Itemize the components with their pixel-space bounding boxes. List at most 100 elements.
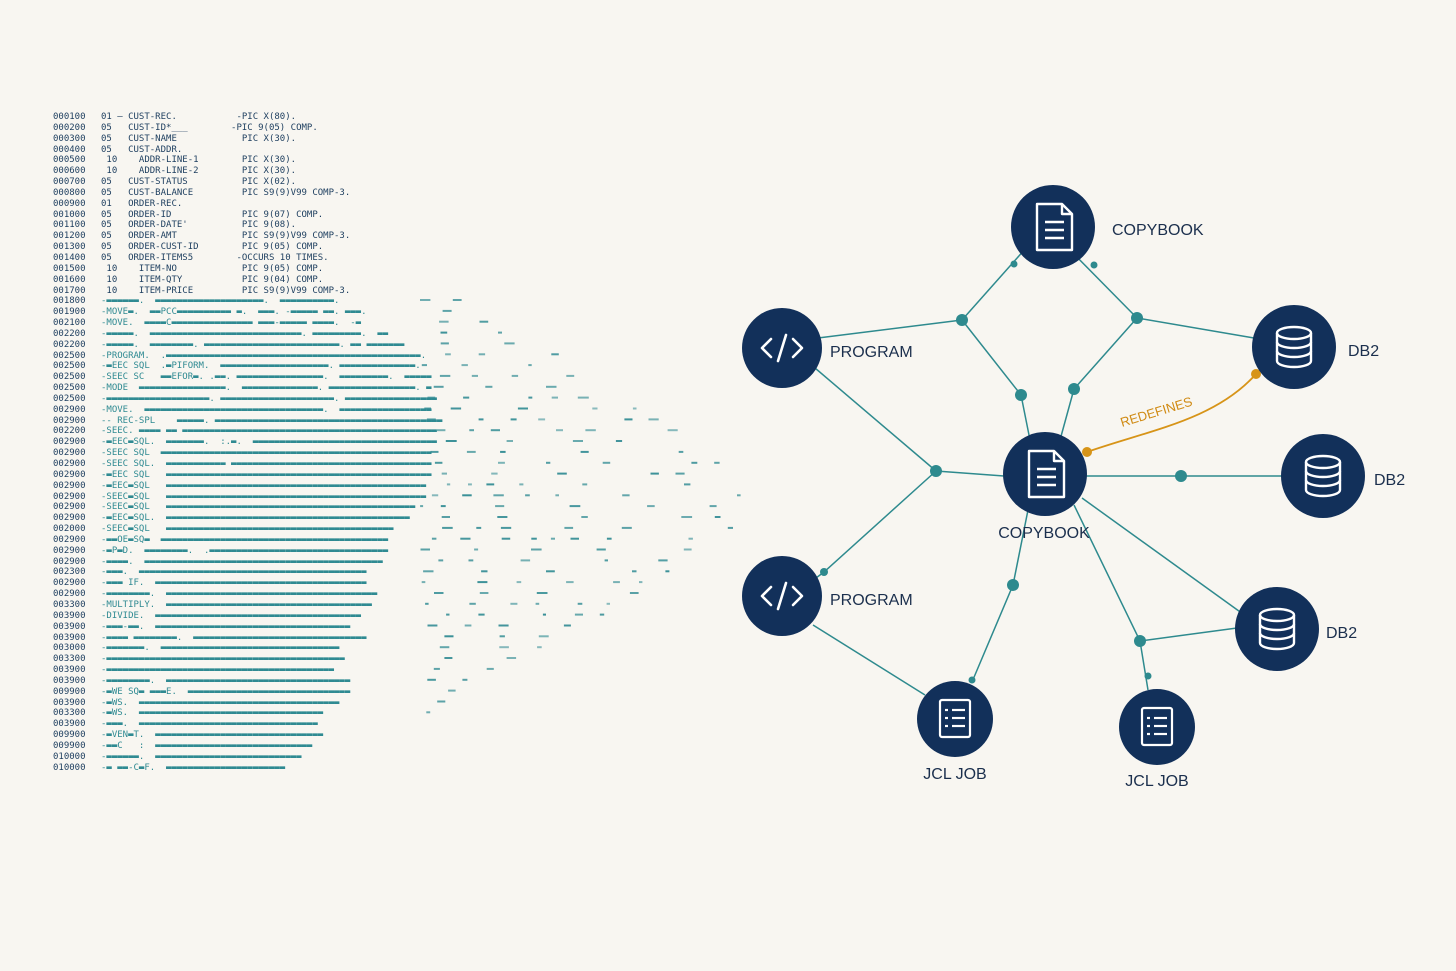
code-fragment (427, 678, 436, 681)
code-fragment (714, 516, 721, 518)
line-number: 002900 (53, 502, 86, 513)
line-number: 009900 (53, 730, 86, 741)
code-fragment (448, 689, 456, 692)
code-fragment (569, 505, 581, 508)
database-icon (1275, 325, 1313, 369)
code-fragment (525, 494, 530, 497)
code-fragment (504, 342, 515, 345)
code-fragment (538, 635, 549, 638)
code-fragment (564, 526, 574, 529)
node-program-2[interactable]: PROGRAM (742, 556, 913, 636)
edge (935, 470, 1005, 477)
code-fragment (714, 461, 720, 464)
code-fragment (500, 450, 506, 453)
line-text: 05 CUST-ADDR. (101, 144, 183, 155)
code-fragment (517, 407, 528, 410)
line-number: 002900 (53, 578, 86, 589)
line-text: -▬▬▬▬▬▬▬▬. ▬▬▬▬▬▬▬▬▬▬▬▬▬▬▬▬▬▬▬▬▬▬▬▬▬▬▬▬▬… (101, 675, 351, 686)
code-line: 002100-MOVE. ▬▬▬▬C▬▬▬▬▬▬▬▬▬▬▬▬▬▬▬ ▬▬▬-▬▬… (53, 318, 442, 329)
line-text: -▬EEC▬SQL ▬▬▬▬▬▬▬▬▬▬▬▬▬▬▬▬▬▬▬▬▬▬▬▬▬▬▬▬▬▬… (101, 480, 427, 491)
code-line: 002900-▬EEC▬SQL ▬▬▬▬▬▬▬▬▬▬▬▬▬▬▬▬▬▬▬▬▬▬▬▬… (53, 481, 442, 492)
code-line: 000500 10 ADDR-LINE-1 PIC X(30). (53, 155, 442, 166)
code-line: 003300-▬▬▬▬▬▬▬▬▬▬▬▬▬▬▬▬▬▬▬▬▬▬▬▬▬▬▬▬▬▬▬▬▬… (53, 654, 442, 665)
code-fragment (551, 353, 559, 356)
code-fragment (709, 505, 717, 508)
line-text: -▬▬▬▬▬▬▬▬▬▬▬▬▬▬▬▬▬▬▬. ▬▬▬▬▬▬▬▬▬▬▬▬▬▬▬▬▬▬… (101, 393, 437, 404)
code-fragment (474, 548, 479, 551)
line-number: 002000 (53, 524, 86, 535)
line-number: 001400 (53, 252, 86, 263)
code-line: 003900-▬▬▬▬ ▬▬▬▬▬▬▬▬. ▬▬▬▬▬▬▬▬▬▬▬▬▬▬▬▬▬▬… (53, 633, 442, 644)
node-copybook-top[interactable]: COPYBOOK (1011, 185, 1204, 269)
line-number: 000300 (53, 133, 86, 144)
code-fragment (519, 483, 524, 486)
code-line: 001900-MOVE▬. ▬▬PCC▬▬▬▬▬▬▬▬▬▬ ▬. ▬▬▬. -▬… (53, 307, 442, 318)
code-fragment (431, 537, 437, 540)
code-fragment (434, 592, 444, 594)
list-icon (938, 698, 972, 739)
code-fragment (528, 396, 533, 399)
code-line: 002300-▬▬▬. ▬▬▬▬▬▬▬▬▬▬▬▬▬▬▬▬▬▬▬▬▬▬▬▬▬▬▬▬… (53, 567, 442, 578)
line-text: -▬▬▬▬▬▬▬▬. ▬▬▬▬▬▬▬▬▬▬▬▬▬▬▬▬▬▬▬▬▬▬▬▬▬▬▬▬▬… (101, 589, 378, 600)
code-line: 000300 05 CUST-NAME PIC X(30). (53, 134, 442, 145)
node-jcl-1[interactable]: JCL JOB (917, 681, 993, 783)
edge (812, 624, 926, 696)
node-db2-2[interactable]: DB2 (1281, 434, 1405, 518)
code-fragment (469, 429, 474, 432)
code-line: 002900-▬▬▬▬. ▬▬▬▬▬▬▬▬▬▬▬▬▬▬▬▬▬▬▬▬▬▬▬▬▬▬▬… (53, 557, 442, 568)
node-jcl-2[interactable]: JCL JOB (1119, 689, 1195, 790)
code-fragment (615, 440, 623, 442)
code-fragment (490, 429, 500, 432)
line-number: 010000 (53, 762, 86, 773)
line-number: 002900 (53, 448, 86, 459)
line-text: -▬▬▬▬▬▬▬▬▬▬▬▬▬▬▬▬▬▬▬▬▬▬▬▬▬▬▬▬▬▬▬▬▬▬▬▬▬▬▬… (101, 654, 345, 665)
code-fragment (440, 331, 448, 334)
node-db2-3[interactable]: DB2 (1235, 587, 1357, 671)
code-fragment (510, 418, 517, 421)
code-fragment (592, 407, 598, 410)
line-number: 002500 (53, 361, 86, 372)
line-number: 003900 (53, 621, 86, 632)
code-fragment (426, 418, 436, 421)
node-program-1[interactable]: PROGRAM (742, 308, 913, 388)
code-fragment (464, 624, 472, 627)
node-copybook-center[interactable]: COPYBOOK (998, 432, 1090, 542)
code-line: 010000-▬ ▬▬-C▬F. ▬▬▬▬▬▬▬▬▬▬▬▬▬▬▬▬▬▬▬▬▬▬ (53, 763, 442, 774)
code-fragment (566, 374, 575, 377)
line-number: 003000 (53, 643, 86, 654)
code-fragment (463, 396, 470, 399)
code-line: 001700 10 ITEM-PRICE PIC S9(9)V99 COMP-3… (53, 286, 442, 297)
code-line: 009900-▬▬C : ▬▬▬▬▬▬▬▬▬▬▬▬▬▬▬▬▬▬▬▬▬▬▬▬▬▬▬… (53, 741, 442, 752)
code-fragment (478, 613, 485, 616)
line-number: 003300 (53, 708, 86, 719)
code-fragment (498, 331, 502, 334)
code-line: 000600 10 ADDR-LINE-2 PIC X(30). (53, 166, 442, 177)
code-fragment (461, 364, 468, 367)
line-text: 05 ORDER-ID PIC 9(07) COMP. (101, 209, 324, 220)
node-label: PROGRAM (830, 344, 913, 361)
node-label: COPYBOOK (1112, 222, 1204, 239)
line-text: 01 – CUST-REC. -PIC X(80). (101, 112, 297, 122)
code-fragment (629, 592, 639, 594)
code-fragment (498, 461, 505, 464)
code-line: 009900-▬WE SQ▬ ▬▬▬E. ▬▬▬▬▬▬▬▬▬▬▬▬▬▬▬▬▬▬▬… (53, 687, 442, 698)
node-db2-1[interactable]: DB2 (1252, 305, 1379, 389)
junction-dot (1007, 579, 1019, 591)
line-number: 003900 (53, 610, 86, 621)
line-number: 001000 (53, 209, 86, 220)
code-line: 002900-▬EEC▬SQL. ▬▬▬▬▬▬▬. :.▬. ▬▬▬▬▬▬▬▬▬… (53, 437, 442, 448)
edge (814, 367, 937, 472)
line-number: 002900 (53, 459, 86, 469)
code-fragment (516, 581, 522, 584)
code-line: 002900-SEEC SQL ▬▬▬▬▬▬▬▬▬▬▬▬▬▬▬▬▬▬▬▬▬▬▬▬… (53, 448, 442, 459)
edge (1136, 317, 1255, 339)
code-fragment (420, 299, 431, 301)
graph-junctions (820, 260, 1261, 684)
code-fragment (421, 581, 426, 584)
line-text: 05 CUST-NAME PIC X(30). (101, 133, 297, 144)
node-label: PROGRAM (830, 592, 913, 609)
